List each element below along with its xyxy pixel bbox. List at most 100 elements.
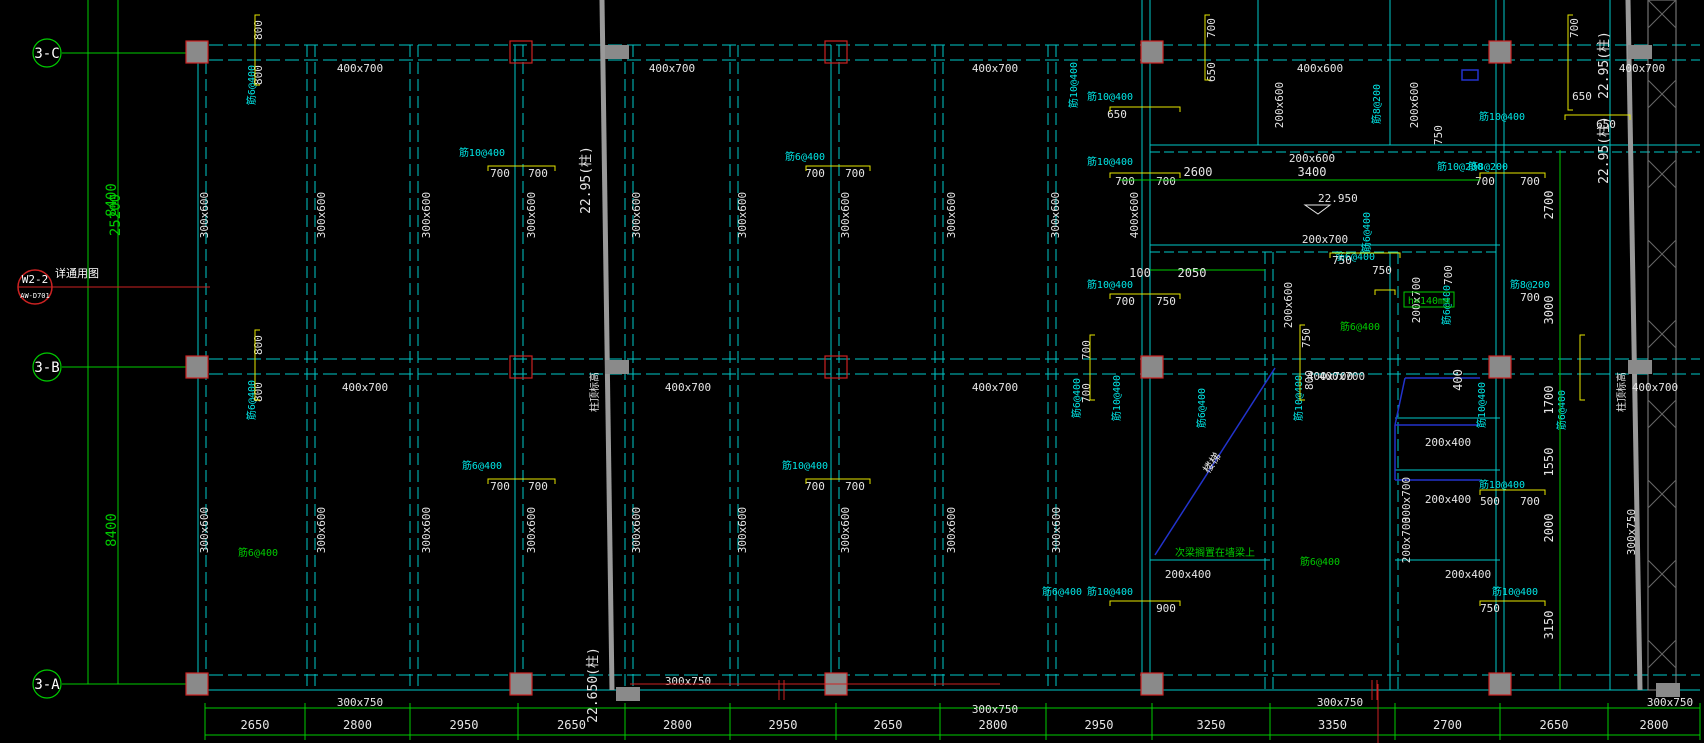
grid-label-3C: 3-C: [34, 46, 59, 62]
elevation-bottom: 22.650(柱): [586, 647, 601, 723]
bottom-dim-value: 2800: [343, 718, 372, 732]
rebar-value: 700: [1156, 175, 1176, 188]
rebar-value: 750: [1480, 602, 1500, 615]
dim-3150: 3150: [1542, 611, 1556, 640]
rebar-note: 筋10@400: [1475, 382, 1488, 428]
rebar-tag-bracket: [1479, 489, 1546, 495]
rebar-tag-bracket: [487, 478, 556, 484]
rebar-note: 筋10@400: [1492, 585, 1538, 598]
rebar-value: 750: [1156, 295, 1176, 308]
beam-size-label: 300x750: [972, 703, 1018, 716]
beam-size-label: 300x750: [1647, 696, 1693, 709]
rebar-value: 700: [1115, 175, 1135, 188]
beam-size-label: 300x600: [945, 192, 958, 238]
rebar-tag-bracket: [1109, 172, 1181, 178]
beam-size-label: 300x750: [1317, 696, 1363, 709]
rebar-note: 筋10@400: [1479, 478, 1525, 491]
elevation-slab: 22.950: [1318, 192, 1358, 205]
annotation-group: h=140mm 柱顶标高 柱顶标高 楼梯 次梁搁置在墙梁上: [588, 291, 1628, 559]
structural-column: [185, 672, 209, 696]
column-top-note-right: 柱顶标高: [1615, 372, 1628, 412]
rebar-tag-bracket: [1374, 289, 1396, 295]
bottom-dim-value: 2800: [979, 718, 1008, 732]
structural-column: [509, 672, 533, 696]
rebar-note: 筋6@400: [1360, 212, 1373, 252]
rebar-value: 750: [1372, 264, 1392, 277]
beam-size-label: 300x750: [337, 696, 383, 709]
column-stub: [605, 360, 629, 374]
dim-3400: 3400: [1298, 165, 1327, 179]
dim-2050: 2050: [1178, 266, 1207, 280]
rebar-tag-bracket: [1479, 600, 1546, 606]
rebar-note: 筋8@200: [1370, 84, 1383, 124]
column-group: [185, 40, 1680, 701]
rebar-tag-bracket: [1567, 14, 1573, 111]
rebar-note: 筋6@400: [1340, 320, 1380, 333]
beam-size-label: 300x600: [525, 507, 538, 553]
dim-1700: 1700: [1542, 386, 1556, 415]
dim-span-upper: 8400: [104, 183, 120, 217]
grid-bubble-3A: 3-A: [32, 669, 62, 699]
column-top-note-left: 柱顶标高: [588, 372, 601, 412]
dim-total-vertical: 25200: [108, 194, 124, 236]
rebar-value: 650: [1596, 118, 1616, 131]
rebar-note: 筋6@400: [1300, 555, 1340, 568]
dim-2700: 2700: [1542, 191, 1556, 220]
bottom-dim-value: 2950: [450, 718, 479, 732]
beam-size-label: 400x700: [1319, 370, 1365, 383]
grid-label-3A: 3-A: [34, 677, 60, 693]
rebar-value: 700: [1475, 175, 1495, 188]
rebar-tag-bracket: [1564, 114, 1631, 120]
rebar-note: 筋10@400: [1110, 375, 1123, 421]
beam-size-label: 300x600: [736, 192, 749, 238]
bottom-dim-value: 3350: [1318, 718, 1347, 732]
column-stub: [1656, 683, 1680, 697]
beam-size-label: 200x400: [1165, 568, 1211, 581]
rebar-tag-bracket: [1479, 172, 1546, 178]
beam-size-label: 300x700: [1400, 477, 1413, 523]
rebar-note: 筋10@400: [1292, 375, 1305, 421]
beam-size-label: 200x400: [1425, 436, 1471, 449]
rebar-tag-bracket: [1329, 252, 1401, 258]
rebar-tag-bracket: [1109, 293, 1181, 299]
rebar-value: 700: [528, 480, 548, 493]
beam-size-label: 200x400: [1445, 568, 1491, 581]
elevation-group: 22.95(柱) 22.95(柱) 22.95(柱) 22.650(柱) 22.…: [579, 31, 1612, 723]
rebar-tag-bracket: [1299, 324, 1305, 401]
grid-bubble-3C: 3-C: [32, 38, 62, 68]
rebar-tag-bracket: [254, 329, 260, 401]
rebar-note: 筋6@400: [1070, 378, 1083, 418]
beam-size-label: 200x600: [1289, 152, 1335, 165]
rebar-note: 筋6@400: [462, 459, 502, 472]
beam-size-label: 300x600: [198, 192, 211, 238]
structural-column: [1140, 355, 1164, 379]
beam-size-label: 300x600: [945, 507, 958, 553]
structural-column: [1140, 40, 1164, 64]
structural-column: [1488, 40, 1512, 64]
stair-outline: [1154, 69, 1480, 556]
structural-column: [1488, 355, 1512, 379]
rebar-tag-bracket: [1579, 334, 1585, 401]
rebar-note: 筋10@400: [1087, 278, 1133, 291]
rebar-value: 700: [845, 167, 865, 180]
rebar-value: 700: [1520, 291, 1540, 304]
rebar-note: 筋10@400: [1087, 90, 1133, 103]
rebar-tag-bracket: [805, 165, 871, 171]
beam-size-label: 200x600: [1273, 82, 1286, 128]
column-stub: [1628, 45, 1652, 59]
beam-size-label: 300x600: [525, 192, 538, 238]
section-ref-note: 详通用图: [55, 266, 99, 280]
elevation-right-mid: 22.95(柱): [1597, 116, 1612, 184]
beam-size-label: 400x700: [337, 62, 383, 75]
beam-size-label: 200x400: [1425, 493, 1471, 506]
rebar-tag-bracket: [1109, 106, 1181, 112]
bottom-dim-value: 3250: [1197, 718, 1226, 732]
rebar-tag-bracket: [1109, 600, 1181, 606]
structural-column: [185, 355, 209, 379]
beam-size-label: 300x750: [665, 675, 711, 688]
section-reference[interactable]: W2-2 AW-D701 详通用图: [17, 266, 210, 305]
beam-size-label: 400x700: [972, 381, 1018, 394]
